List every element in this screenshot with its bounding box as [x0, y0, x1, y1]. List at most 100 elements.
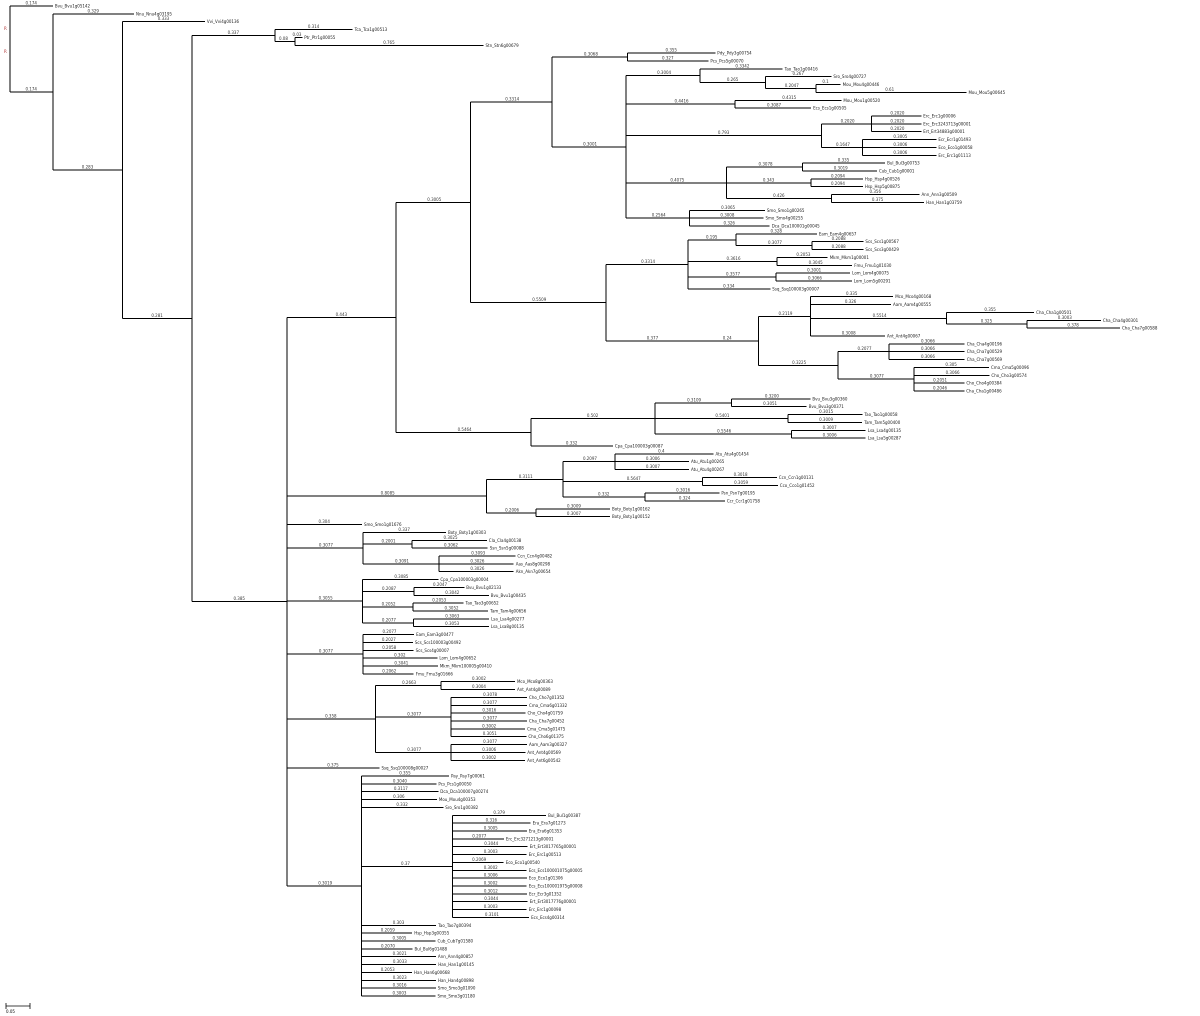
branch-length-label: 0.3066 [921, 338, 935, 343]
leaf-label: Pdy_Pdy3g00754 [717, 51, 752, 56]
leaf-label: Cha_Cha7g00452 [529, 719, 565, 724]
branch-length-label: 0.2047 [433, 582, 447, 587]
branch-length-label: 0.3117 [394, 786, 408, 791]
leaf-label: Ecs_Ecs4g00314 [531, 915, 565, 920]
leaf-label: Ant_Ant4g00067 [887, 334, 921, 339]
leaf-label: Ccn_Ccn1g00131 [779, 475, 814, 480]
branch-length-label: 0.3077 [407, 712, 421, 717]
branch-length-label: 0.2053 [796, 252, 810, 257]
leaf-label: Tca_Tca1g00513 [354, 27, 388, 32]
leaf-label: Lsa_Lsa8g00135 [491, 624, 525, 629]
branch-length-label: 0.355 [399, 771, 411, 776]
leaf-label: Cub_Cub7g01580 [438, 939, 474, 944]
branch-length-label: 0.334 [723, 283, 735, 288]
leaf-label: Ert_Ert34883g00001 [923, 129, 965, 134]
branch-length-label: 0.3045 [809, 260, 823, 265]
branch-length-label: 0.5514 [873, 313, 887, 318]
branch-length-label: 0.3040 [393, 778, 407, 783]
branch-length-label: 0.3052 [445, 606, 459, 611]
branch-length-label: 0.3314 [641, 259, 655, 264]
leaf-label: Ant_Ant6g00542 [527, 758, 561, 763]
branch-length-label: 0.3003 [1058, 315, 1072, 320]
branch-length-label: 0.326 [845, 299, 857, 304]
branch-length-label: 0.3077 [483, 716, 497, 721]
branch-length-label: 0.3003 [484, 849, 498, 854]
leaf-label: Cco_Cco1g01452 [780, 483, 815, 488]
branch-length-label: 0.3019 [318, 881, 332, 886]
branch-length-label: 0.3101 [485, 912, 499, 917]
branch-length-label: 0.4075 [670, 177, 684, 182]
leaf-label: Hsp_Hsp5g00875 [865, 184, 901, 189]
leaf-label: Bul_Bul3g00753 [887, 161, 920, 166]
branch-length-label: 0.793 [718, 130, 730, 135]
scale-bar: 0.05 [5, 1003, 31, 1014]
branch-length-label: 0.3006 [482, 747, 496, 752]
leaf-label: Cha_Cha4g00301 [1103, 318, 1139, 323]
leaf-label: Erc_Erc3271213g00001 [506, 836, 554, 841]
branch-length-label: 0.3007 [823, 425, 837, 430]
branch-length-label: 0.4 [658, 448, 665, 453]
leaf-label: Lom_Lom4g00075 [852, 271, 889, 276]
leaf-label: Psn_Psn7g00195 [721, 491, 755, 496]
branch-length-label: 0.3066 [921, 354, 935, 359]
leaf-label: Scs_Scs4g00007 [416, 648, 450, 653]
leaf-label: Boty_Boty1g00152 [612, 514, 651, 519]
branch-length-label: 0.3004 [472, 684, 486, 689]
leaf-label: Cma_Cma6g01332 [529, 703, 568, 708]
leaf-label: Fmu_Fmu1g01030 [854, 263, 892, 268]
leaf-label: Ssq_Ssq100003g00007 [772, 286, 819, 291]
branch-length-label: 0.3062 [444, 543, 458, 548]
branch-length-label: 0.335 [838, 158, 850, 163]
branch-length-label: 0.3025 [444, 535, 458, 540]
leaf-label: Ann_Ann3g00509 [921, 192, 957, 197]
leaf-label: Ert_Ert3017776g00001 [530, 899, 577, 904]
branch-length-label: 0.3077 [870, 374, 884, 379]
branch-length-label: 0.3087 [767, 103, 781, 108]
leaf-label: Smo_Smo3g01090 [438, 986, 476, 991]
branch-length-label: 0.426 [773, 193, 785, 198]
branch-length-label: 0.2020 [890, 111, 904, 116]
branch-length-label: 0.305 [945, 362, 957, 367]
branch-length-label: 0.335 [846, 291, 858, 296]
branch-length-label: 0.5509 [532, 297, 546, 302]
branch-length-label: 0.283 [82, 165, 94, 170]
leaf-label: Bul_Bul6g01488 [414, 946, 447, 951]
branch-length-label: 0.2077 [472, 833, 486, 838]
branch-length-label: 0.303 [393, 920, 405, 925]
leaf-label: Smo_Smo1g00265 [767, 208, 805, 213]
leaf-label: Cho_Cho3g00574 [991, 373, 1027, 378]
branch-length-label: 0.195 [706, 234, 718, 239]
tree-labels: R0.174Bvu_Bvu1g051420.1740.329Nnu_Nnu4g0… [4, 1, 1158, 999]
branch-length-label: 0.3001 [583, 141, 597, 146]
branch-length-label: 0.3314 [505, 97, 519, 102]
leaf-label: Mkm_Mkm1g00001 [830, 255, 870, 260]
branch-length-label: 0.3077 [319, 649, 333, 654]
leaf-label: Bvu_Bvu1g05142 [55, 4, 91, 9]
branch-length-label: 0.174 [25, 86, 37, 91]
branch-length-label: 0.3053 [445, 621, 459, 626]
leaf-label: Ann_Ann4g00857 [438, 954, 474, 959]
leaf-label: Bvu_Bvu3g00371 [809, 404, 845, 409]
leaf-label: Tam_Tam4g00656 [489, 609, 527, 614]
branch-length-label: 0.3077 [768, 240, 782, 245]
leaf-label: Erc_Erc1g00006 [923, 114, 956, 119]
leaf-label: Cha_Cha1g00486 [966, 389, 1002, 394]
leaf-label: Scs_Scs3g00429 [865, 247, 899, 252]
branch-length-label: 0.3044 [484, 841, 498, 846]
leaf-label: Dca_Dca100007g00274 [440, 789, 488, 794]
leaf-label: Lom_Lom5g00291 [854, 279, 891, 284]
leaf-label: Bvu_Bvu1g02133 [466, 585, 502, 590]
leaf-label: Aam_Aam3g00327 [529, 742, 567, 747]
branch-length-label: 0.2052 [382, 602, 396, 607]
branch-length-label: 0.24 [723, 335, 732, 340]
branch-length-label: 0.3006 [893, 150, 907, 155]
branch-length-label: 0.37 [401, 861, 410, 866]
leaf-label: Hsp_Hsp4g00526 [865, 176, 901, 181]
branch-length-label: 0.379 [493, 810, 505, 815]
support-label: R [4, 49, 7, 54]
branch-length-label: 0.2020 [890, 118, 904, 123]
branch-length-label: 0.333 [158, 16, 170, 21]
branch-length-label: 0.378 [1067, 323, 1079, 328]
branch-length-label: 0.2077 [382, 629, 396, 634]
branch-length-label: 0.3002 [484, 881, 498, 886]
